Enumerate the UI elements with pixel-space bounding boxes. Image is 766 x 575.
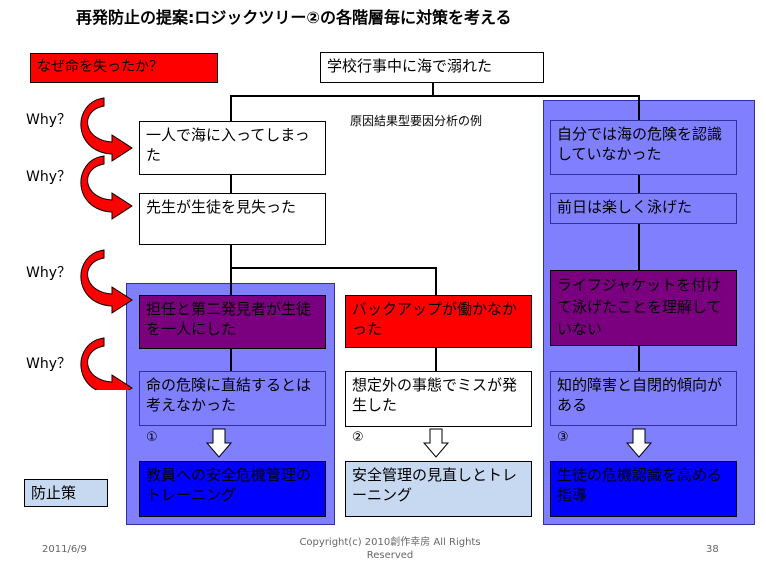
cause-node-2: 先生が生徒を見失った [139, 193, 326, 245]
why-label: Why？ [26, 112, 72, 128]
why-arrow-icon [80, 155, 133, 220]
footer-copyright: Copyright(c) 2010創作幸房 All Rights Reserve… [299, 537, 481, 561]
connector [638, 346, 640, 371]
why-arrow-icon [80, 97, 133, 162]
connector [230, 267, 436, 269]
page-number: 38 [706, 544, 719, 555]
why-arrow-icon [80, 249, 133, 314]
branch3-node-4: 知的障害と自閉的傾向がある [550, 371, 737, 426]
branch3-node-3: ライフジャケットを付けて泳げたことを理解していない [550, 270, 737, 346]
connector [230, 349, 232, 371]
branch1-measure: 教員への安全危機管理のトレーニング [139, 461, 326, 517]
prevention-label: 防止策 [24, 479, 108, 507]
connector [638, 175, 640, 193]
cause-node-1: 一人で海に入ってしまった [139, 121, 326, 175]
root-node: 学校行事中に海で溺れた [320, 52, 544, 83]
page-title: 再発防止の提案:ロジックツリー②の各階層毎に対策を考える [76, 8, 512, 27]
branch2-cause: バックアップが働かなかった [345, 295, 532, 348]
down-arrow-icon [626, 428, 652, 458]
branch1-number: ① [146, 430, 158, 445]
down-arrow-icon [206, 428, 232, 458]
branch2-measure: 安全管理の見直しとトレーニング [345, 461, 532, 517]
connector [435, 267, 437, 295]
branch3-node-1: 自分では海の危険を認識していなかった [550, 120, 737, 175]
footer-date: 2011/6/9 [42, 544, 87, 555]
connector [230, 175, 232, 193]
why-arrows [80, 97, 133, 390]
connector [230, 245, 232, 295]
branch1-root-cause: 命の危険に直結するとは考えなかった [139, 371, 326, 426]
connector [230, 95, 232, 121]
connector [638, 224, 640, 270]
question-label: なぜ命を失ったか？ [30, 53, 218, 83]
why-label: Why？ [26, 356, 72, 372]
why-arrow-icon [80, 337, 133, 390]
diagram-label: 原因結果型要因分析の例 [350, 114, 483, 128]
why-label: Why？ [26, 169, 72, 185]
connector [432, 82, 434, 96]
branch3-number: ③ [557, 430, 569, 445]
connector [638, 95, 640, 120]
branch3-measure: 生徒の危機認識を高める指導 [550, 461, 737, 517]
down-arrow-icon [423, 428, 449, 458]
branch2-number: ② [352, 430, 364, 445]
branch1-cause: 担任と第二発見者が生徒を一人にした [139, 295, 326, 349]
connector [230, 95, 639, 97]
branch2-root-cause: 想定外の事態でミスが発生した [345, 371, 532, 427]
why-label: Why？ [26, 265, 72, 281]
connector [435, 348, 437, 371]
branch3-node-2: 前日は楽しく泳げた [550, 193, 737, 224]
